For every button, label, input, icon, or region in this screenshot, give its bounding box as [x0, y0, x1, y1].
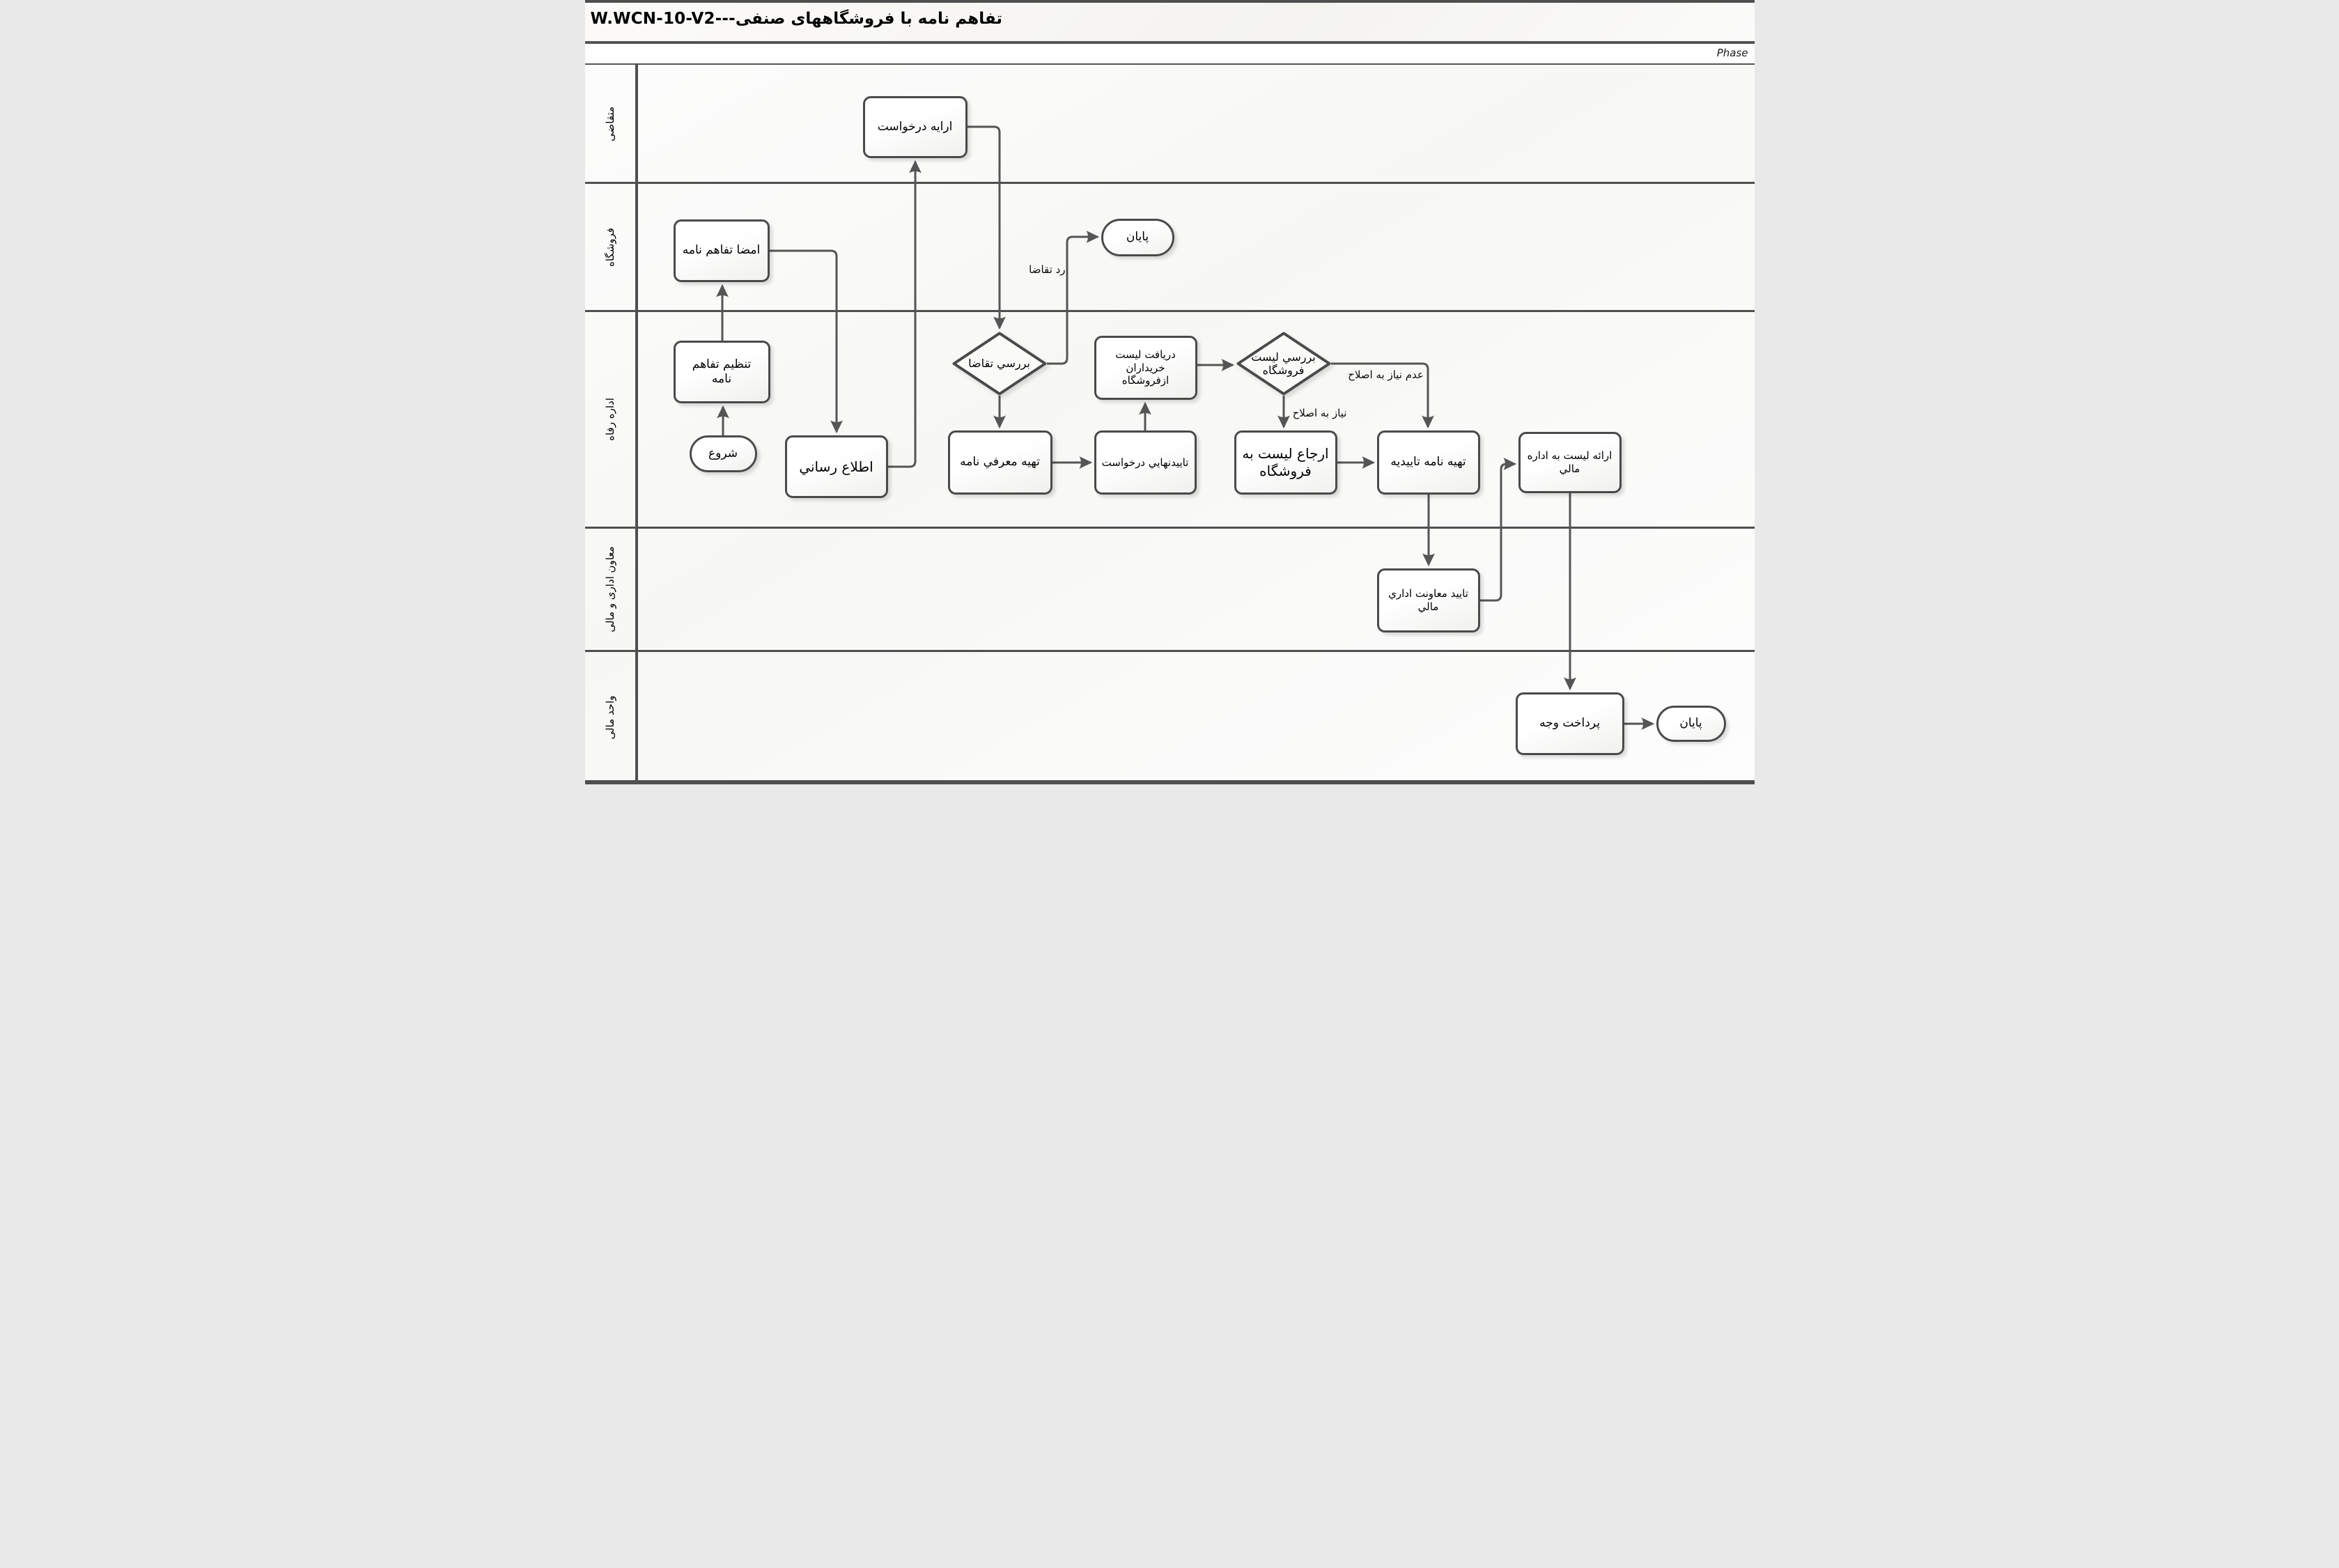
- end-event-bottom[interactable]: پایان: [1656, 706, 1726, 742]
- task-refer-list-to-store[interactable]: ارجاع ليست به فروشگاه: [1234, 430, 1337, 495]
- lane-welfare-office: اداره رفاه: [584, 312, 1755, 529]
- task-deputy-approval[interactable]: تاييد معاونت اداري مالي: [1376, 568, 1480, 632]
- lane-label-cell: واحد مالی: [585, 652, 635, 780]
- lane-applicant: متقاضی: [584, 66, 1755, 184]
- task-label: پرداخت وجه: [1539, 716, 1600, 731]
- task-label: ارایه درخواست: [877, 119, 953, 134]
- lane-label-welfare-office: اداره رفاه: [603, 398, 616, 441]
- edge-label-needs-correction: نیاز به اصلاح: [1292, 407, 1347, 419]
- task-label: تهيه نامه تاييديه: [1390, 455, 1466, 469]
- decision-label: بررسي تقاضا: [968, 357, 1030, 371]
- decision-label: بررسي ليست فروشگاه: [1251, 350, 1316, 377]
- start-label: شروع: [708, 446, 738, 460]
- task-label: اطلاع رساني: [799, 458, 873, 475]
- task-payment[interactable]: پرداخت وجه: [1515, 692, 1624, 755]
- end-event-top[interactable]: پایان: [1101, 219, 1174, 256]
- task-receive-buyers-list[interactable]: دریافت لیست خریداران ازفروشگاه: [1094, 336, 1197, 400]
- phase-band: Phase: [584, 44, 1755, 65]
- task-prepare-confirmation[interactable]: تهيه نامه تاييديه: [1376, 430, 1480, 495]
- task-label: تهيه معرفي نامه: [960, 455, 1040, 469]
- flowchart-page: W.WCN-10-V2---تفاهم نامه با فروشگاههای ص…: [584, 0, 1755, 784]
- task-label: تنظیم تفاهم نامه: [692, 357, 752, 386]
- task-submit-list-to-finance[interactable]: ارائه ليست به اداره مالي: [1518, 432, 1622, 493]
- task-label: تاييد معاونت اداري مالي: [1388, 587, 1468, 613]
- diamond-shape-icon: [952, 332, 1046, 396]
- lane-label-cell: معاون اداری و مالی: [585, 529, 635, 650]
- lane-label-store: فروشگاه: [603, 227, 616, 267]
- page-title: W.WCN-10-V2---تفاهم نامه با فروشگاههای ص…: [590, 10, 1003, 28]
- decision-review-request[interactable]: بررسي تقاضا: [952, 332, 1047, 396]
- title-bar: W.WCN-10-V2---تفاهم نامه با فروشگاههای ص…: [584, 3, 1755, 44]
- task-sign-mou[interactable]: امضا تفاهم نامه: [673, 219, 770, 282]
- task-announce[interactable]: اطلاع رساني: [784, 435, 888, 498]
- lane-label-cell: فروشگاه: [585, 184, 635, 310]
- edge-label-no-correction-needed: عدم نیاز به اصلاح: [1348, 368, 1424, 381]
- task-label: امضا تفاهم نامه: [682, 243, 761, 258]
- task-label: دریافت لیست خریداران ازفروشگاه: [1115, 348, 1176, 387]
- task-label: تاييدنهايي درخواست: [1101, 456, 1189, 469]
- lane-label-applicant: متقاضی: [603, 107, 616, 141]
- decision-review-store-list[interactable]: بررسي ليست فروشگاه: [1236, 332, 1331, 396]
- lane-store: فروشگاه: [584, 184, 1755, 312]
- task-label: ارائه ليست به اداره مالي: [1527, 449, 1613, 475]
- lane-label-cell: اداره رفاه: [585, 312, 635, 527]
- lane-label-finance-unit: واحد مالی: [603, 695, 616, 740]
- end-label: پایان: [1126, 230, 1149, 244]
- task-submit-request[interactable]: ارایه درخواست: [862, 96, 968, 158]
- edge-label-reject-request: رد تقاضا: [1029, 263, 1066, 276]
- lane-label-separator: [635, 63, 638, 780]
- diamond-shape-icon: [1236, 332, 1330, 396]
- task-label: ارجاع ليست به فروشگاه: [1242, 445, 1329, 479]
- task-final-approval[interactable]: تاييدنهايي درخواست: [1094, 430, 1197, 495]
- lane-label-admin-finance-deputy: معاون اداری و مالی: [603, 546, 616, 632]
- lane-label-cell: متقاضی: [585, 66, 635, 182]
- end-label: پایان: [1679, 716, 1702, 731]
- lane-admin-finance-deputy: معاون اداری و مالی: [584, 529, 1755, 652]
- phase-label: Phase: [1716, 47, 1748, 59]
- task-prepare-mou[interactable]: تنظیم تفاهم نامه: [673, 341, 770, 403]
- task-prepare-intro-letter[interactable]: تهيه معرفي نامه: [947, 430, 1052, 495]
- start-event[interactable]: شروع: [689, 435, 757, 472]
